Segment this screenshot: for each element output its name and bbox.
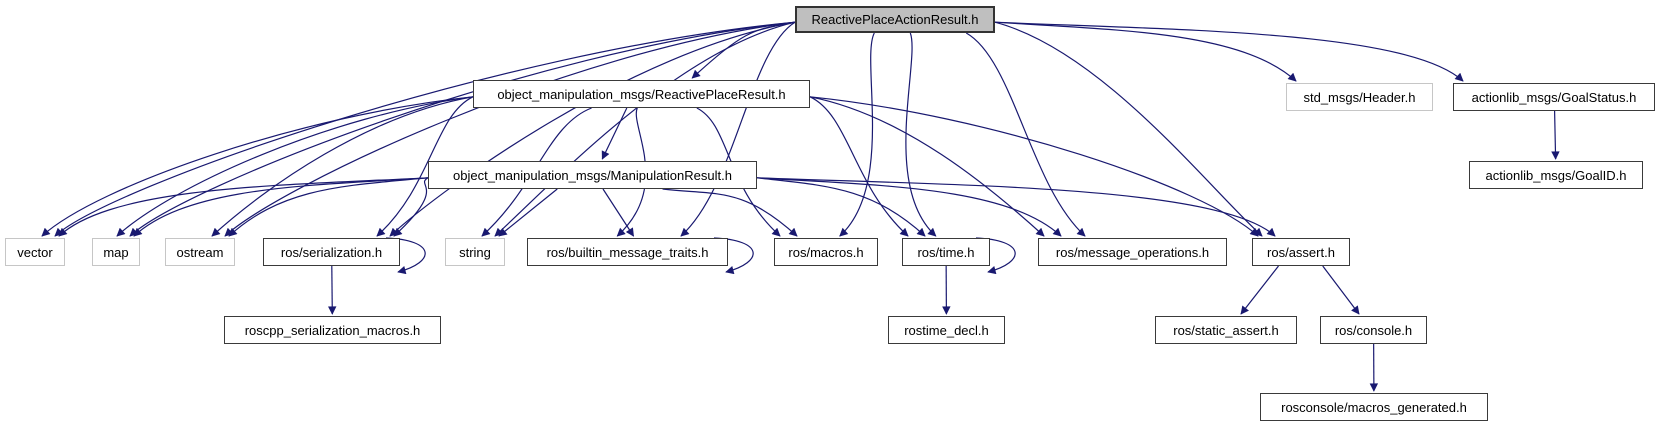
edge-reactive_place_result-to-vector [41,96,474,237]
node-manipulation_result[interactable]: object_manipulation_msgs/ManipulationRes… [428,161,757,189]
edge-root-to-serialization [389,21,796,237]
edge-root-to-ostream [224,21,796,237]
edge-root-to-time [905,32,937,237]
edge-root-to-goal_status [994,21,1464,82]
edge-assert-to-console [1322,265,1360,315]
edge-root-to-std_msgs_header [994,21,1297,82]
node-time[interactable]: ros/time.h [902,238,990,266]
edge-reactive_place_result-to-macros [696,107,781,237]
node-reactive_place_result[interactable]: object_manipulation_msgs/ReactivePlaceRe… [473,80,810,108]
edge-manipulation_result-to-builtin_traits [602,188,635,237]
edge-reactive_place_result-to-message_operations [809,96,1045,237]
node-root[interactable]: ReactivePlaceActionResult.h [795,6,995,33]
edge-manipulation_result-to-macros [662,188,798,237]
node-ostream[interactable]: ostream [165,238,235,266]
node-macros[interactable]: ros/macros.h [774,238,878,266]
node-goal_id[interactable]: actionlib_msgs/GoalID.h [1469,161,1643,189]
edge-manipulation_result-to-map [133,177,429,237]
edge-root-to-string [494,21,796,237]
edge-root-to-builtin_traits [680,21,796,237]
edge-reactive_place_result-to-assert [809,96,1259,237]
edge-reactive_place_result-to-manipulation_result [601,107,628,160]
edge-manipulation_result-to-time [756,177,926,237]
edge-reactive_place_result-to-serialization [376,96,474,237]
edge-assert-to-static_assert [1240,265,1279,315]
edge-reactive_place_result-to-builtin_traits [616,107,647,237]
node-builtin_traits[interactable]: ros/builtin_message_traits.h [527,238,728,266]
edge-manipulation_result-to-vector [58,177,429,237]
edge-manipulation_result-to-message_operations [756,177,1062,237]
node-string[interactable]: string [445,238,505,266]
edge-manipulation_result-to-string [498,188,558,237]
node-assert[interactable]: ros/assert.h [1252,238,1350,266]
edge-manipulation_result-to-assert [756,177,1276,237]
node-vector[interactable]: vector [5,238,65,266]
edge-root-to-assert [994,21,1263,237]
node-std_msgs_header[interactable]: std_msgs/Header.h [1286,83,1433,111]
node-rostime_decl[interactable]: rostime_decl.h [888,316,1005,344]
edge-builtin_traits-to-builtin_traits [713,237,754,275]
edge-root-to-message_operations [965,32,1086,237]
edge-root-to-macros [839,32,875,237]
edge-goal_status-to-goal_id [1551,110,1560,160]
node-console[interactable]: ros/console.h [1320,316,1427,344]
node-serialization[interactable]: ros/serialization.h [263,238,400,266]
node-message_operations[interactable]: ros/message_operations.h [1038,238,1227,266]
edge-manipulation_result-to-serialization [393,177,429,237]
node-map[interactable]: map [92,238,140,266]
edge-root-to-map [129,21,796,237]
edge-reactive_place_result-to-string [481,107,592,237]
edge-reactive_place_result-to-time [809,96,909,237]
node-static_assert[interactable]: ros/static_assert.h [1155,316,1297,344]
node-roscpp_serialization_macros[interactable]: roscpp_serialization_macros.h [224,316,441,344]
edge-serialization-to-roscpp_serialization_macros [328,265,337,315]
edge-time-to-time [975,237,1016,275]
edge-manipulation_result-to-ostream [228,177,429,237]
edge-reactive_place_result-to-ostream [211,96,474,237]
edge-serialization-to-serialization [385,237,426,275]
edge-reactive_place_result-to-map [116,96,474,237]
node-rosconsole_macros_generated[interactable]: rosconsole/macros_generated.h [1260,393,1488,421]
node-goal_status[interactable]: actionlib_msgs/GoalStatus.h [1453,83,1655,111]
